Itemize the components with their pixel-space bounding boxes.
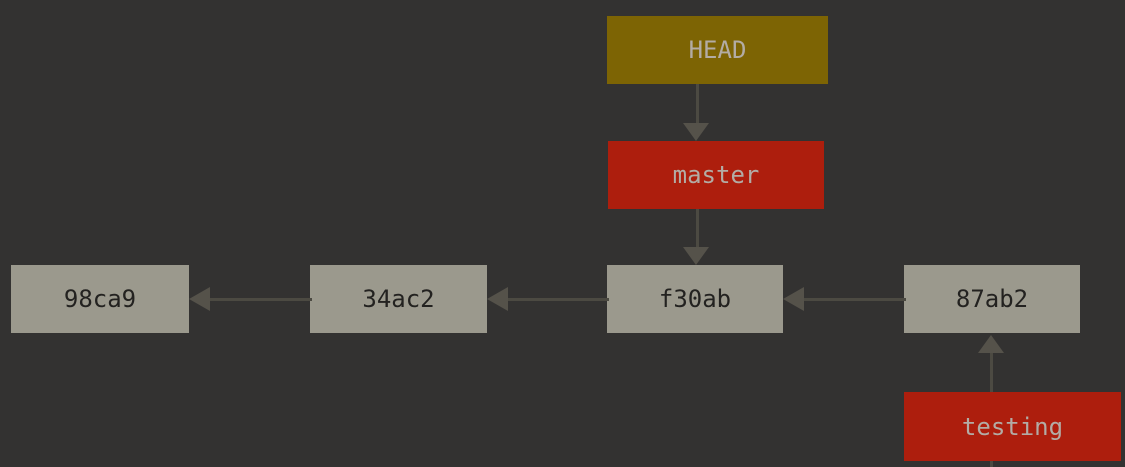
commit-hash-label: f30ab [658,285,732,313]
arrowhead-down-icon [683,247,709,265]
edge-line-testing-to-87ab2 [990,353,993,392]
commit-node-87ab2: 87ab2 [904,265,1080,333]
edge-line-master-to-f30ab [696,209,699,248]
branch-node-testing: testing [904,392,1121,461]
commit-hash-label: 87ab2 [955,285,1029,313]
commit-node-34ac2: 34ac2 [310,265,487,333]
commit-hash-label: 34ac2 [362,285,435,313]
commit-node-98ca9: 98ca9 [11,265,189,333]
edge-line-87ab2-to-f30ab [802,298,906,301]
edge-line-tail-below-testing [990,461,993,467]
head-pointer-node: HEAD [607,16,828,84]
commit-node-f30ab: f30ab [607,265,783,333]
branch-node-master: master [608,141,824,209]
arrowhead-left-icon [783,287,804,311]
arrowhead-left-icon [189,287,210,311]
edge-line-head-to-master [696,84,699,124]
head-pointer-label: HEAD [688,36,747,64]
edge-line-f30ab-to-34ac2 [506,298,609,301]
arrowhead-up-icon [978,335,1004,353]
commit-hash-label: 98ca9 [63,285,137,313]
arrowhead-left-icon [487,287,508,311]
branch-testing-label: testing [961,412,1064,441]
edge-line-34ac2-to-98ca9 [208,298,312,301]
arrowhead-down-icon [683,123,709,141]
branch-master-label: master [672,161,760,189]
